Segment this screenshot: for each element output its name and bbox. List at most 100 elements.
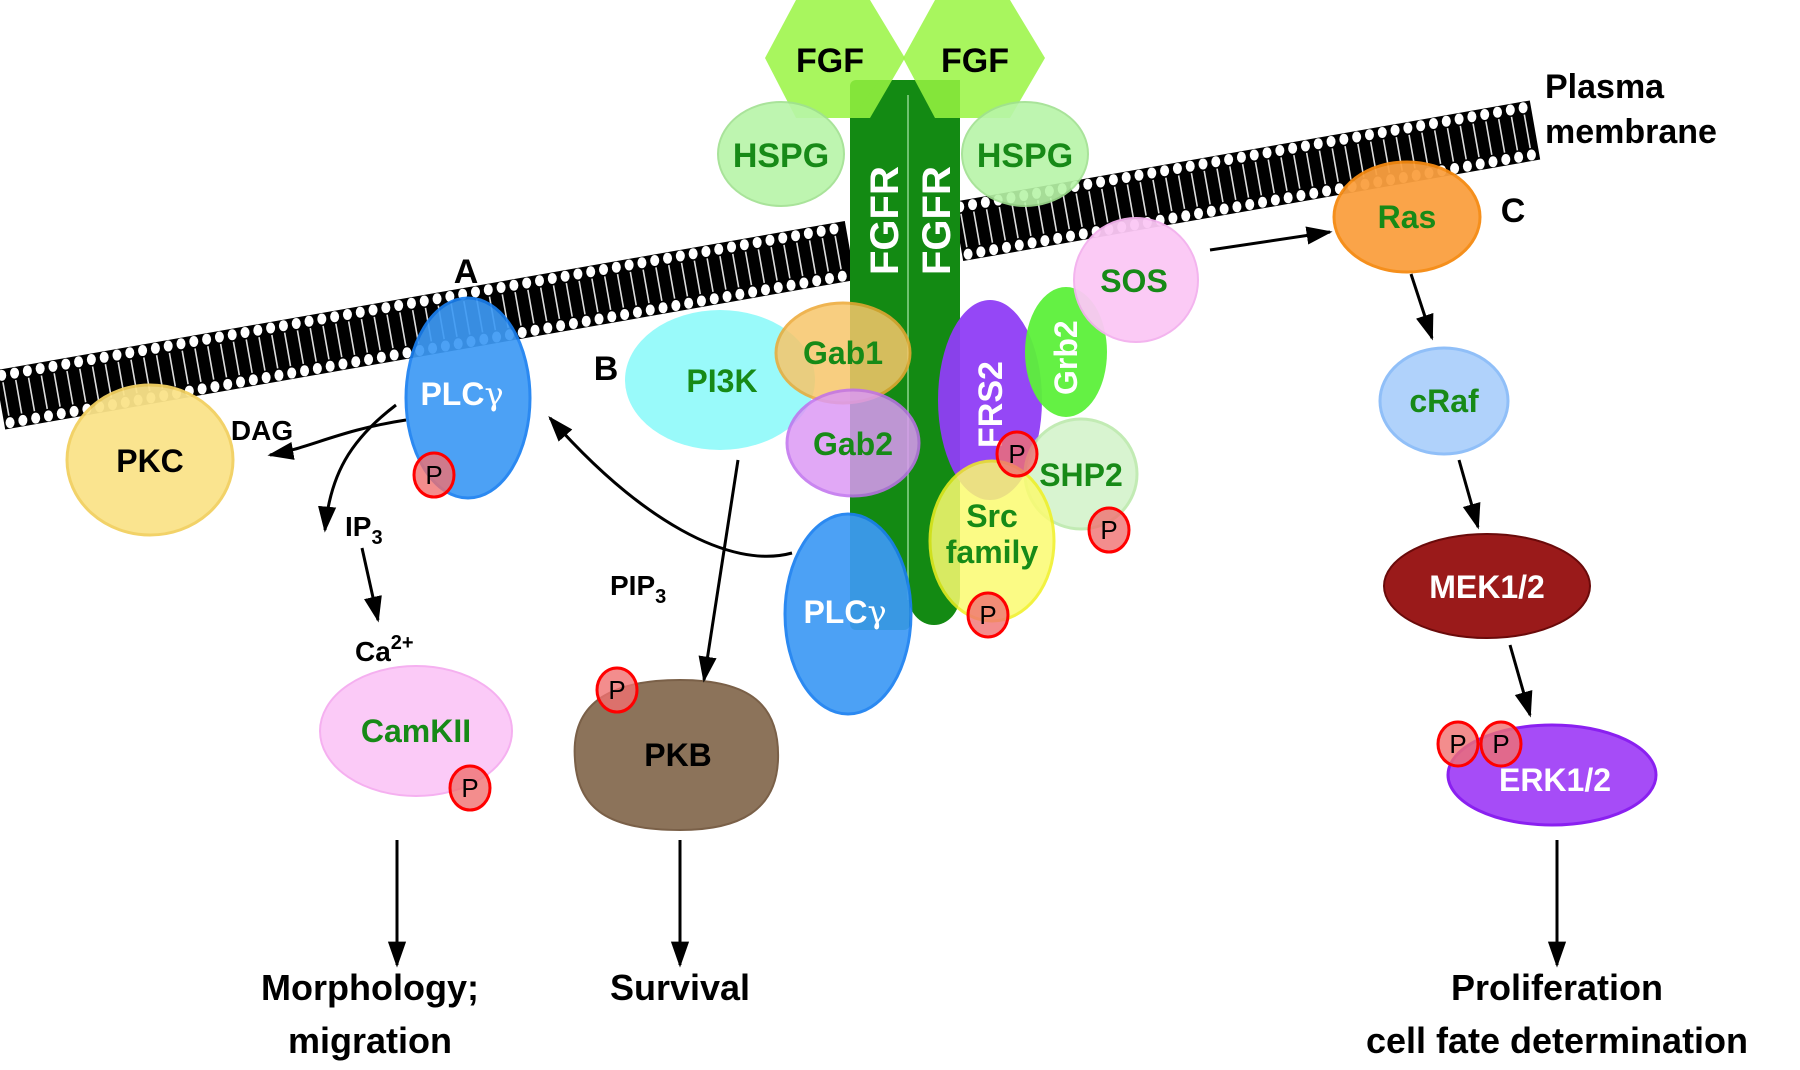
lipid-tail: [808, 240, 817, 274]
lipid-head: [765, 234, 775, 246]
lipid-head: [632, 306, 642, 318]
mek-node[interactable]: MEK1/2: [1383, 533, 1591, 639]
lipid-head: [799, 277, 809, 289]
lipid-head: [675, 250, 685, 262]
plcg-receptor-node[interactable]: PLCγ: [783, 512, 913, 716]
pi3k-node[interactable]: PI3K: [625, 310, 815, 450]
craf-node[interactable]: cRaf: [1378, 346, 1510, 456]
phospho-label: P: [979, 600, 996, 630]
lipid-head: [791, 230, 801, 242]
lipid-head: [727, 241, 737, 253]
lipid-tail: [770, 246, 778, 281]
lipid-head: [163, 340, 173, 352]
hspg-right[interactable]: HSPG: [961, 101, 1089, 207]
lipid-tail: [1344, 146, 1352, 180]
fgf-ligand-right[interactable]: FGF: [903, 0, 1045, 118]
gab1-node[interactable]: Gab1: [774, 301, 912, 405]
lipid-head: [650, 254, 660, 266]
lipid-head: [760, 284, 770, 296]
outcome-morphology-line2: migration: [288, 1020, 452, 1061]
src-family-node[interactable]: Src family: [928, 459, 1056, 623]
lipid-head: [376, 351, 386, 363]
lipid-tail: [1011, 204, 1019, 239]
plcg-a-label: PLCγ: [420, 375, 503, 413]
lipid-tail: [1152, 179, 1160, 214]
outcome-morphology-line1: Morphology;: [261, 967, 479, 1008]
gab2-label: Gab2: [813, 426, 893, 462]
lipid-head: [266, 322, 276, 334]
lipid-head: [684, 297, 694, 309]
lipid-tail: [539, 287, 548, 322]
plcg-membrane-node[interactable]: PLCγ: [404, 296, 532, 500]
lipid-tail: [386, 314, 394, 349]
shp2-node[interactable]: SHP2: [1023, 417, 1139, 531]
hspg-left[interactable]: HSPG: [717, 101, 845, 207]
lipid-head: [470, 286, 480, 298]
lipid-head: [1065, 230, 1075, 242]
lipid-head: [748, 286, 758, 298]
sos-label: SOS: [1100, 263, 1168, 299]
ras-node[interactable]: Ras: [1332, 160, 1482, 274]
lipid-head: [287, 367, 297, 379]
sos-node[interactable]: SOS: [1073, 217, 1199, 343]
pkc-node[interactable]: PKC: [65, 383, 235, 537]
lipid-head: [530, 324, 540, 336]
phospho-shp2-icon: P: [1087, 506, 1131, 554]
fgf-ligand-left[interactable]: FGF: [765, 0, 905, 118]
src-label-line2: family: [946, 534, 1039, 570]
phospho-label: P: [1100, 515, 1117, 545]
lipid-tail: [194, 348, 202, 383]
lipid-tail: [629, 271, 638, 306]
lipid-head: [261, 372, 271, 384]
lipid-head: [1232, 201, 1242, 213]
lipid-tail: [155, 355, 164, 389]
lipid-head: [445, 291, 455, 303]
lipid-head: [1467, 111, 1477, 123]
lipid-tail: [1510, 116, 1519, 151]
camkii-label: CamKII: [361, 713, 471, 749]
lipid-tail: [1024, 202, 1032, 237]
lipid-head: [1296, 190, 1306, 202]
lipid-head: [368, 304, 378, 316]
arrow-plcg-b-to-plcg-a: [548, 416, 793, 558]
lipid-tail: [399, 312, 407, 347]
camkii-node[interactable]: CamKII: [319, 665, 513, 797]
lipid-head: [1514, 151, 1524, 163]
lipid-tail: [1459, 125, 1467, 160]
lipid-head: [338, 358, 348, 370]
lipid-head: [342, 309, 352, 321]
lipid-tail: [1472, 123, 1480, 158]
lipid-head: [5, 417, 15, 429]
lipid-head: [496, 281, 506, 293]
lipid-head: [980, 196, 990, 208]
grb2-label: Grb2: [1048, 320, 1084, 395]
phospho-pkb-icon: P: [595, 666, 639, 714]
lipid-head: [74, 356, 84, 368]
grb2-node[interactable]: Grb2: [1025, 287, 1107, 417]
lipid-tail: [322, 325, 330, 360]
lipid-head: [364, 354, 374, 366]
lipid-head: [394, 300, 404, 312]
lipid-tail: [1113, 186, 1122, 221]
lipid-head: [1492, 106, 1502, 118]
lipid-head: [125, 347, 135, 359]
lipid-head: [663, 252, 673, 264]
lipid-tail: [667, 264, 676, 299]
lipid-head: [1147, 167, 1157, 179]
lipid-tail: [66, 370, 74, 405]
lipid-tail: [14, 379, 23, 414]
lipid-tail: [1254, 161, 1263, 196]
arrow-craf-to-mek: [1457, 459, 1481, 530]
phospho-label: P: [1492, 729, 1509, 759]
lipid-head: [968, 199, 978, 211]
lipid-tail: [527, 289, 535, 324]
lipid-tail: [1446, 127, 1455, 162]
gab2-node[interactable]: Gab2: [785, 388, 921, 498]
lipid-head: [824, 272, 834, 284]
pkb-node[interactable]: PKB: [573, 678, 780, 832]
lipid-head: [816, 225, 826, 237]
lipid-head: [1390, 124, 1400, 136]
lipid-head: [1134, 169, 1144, 181]
lipid-head: [620, 308, 630, 320]
